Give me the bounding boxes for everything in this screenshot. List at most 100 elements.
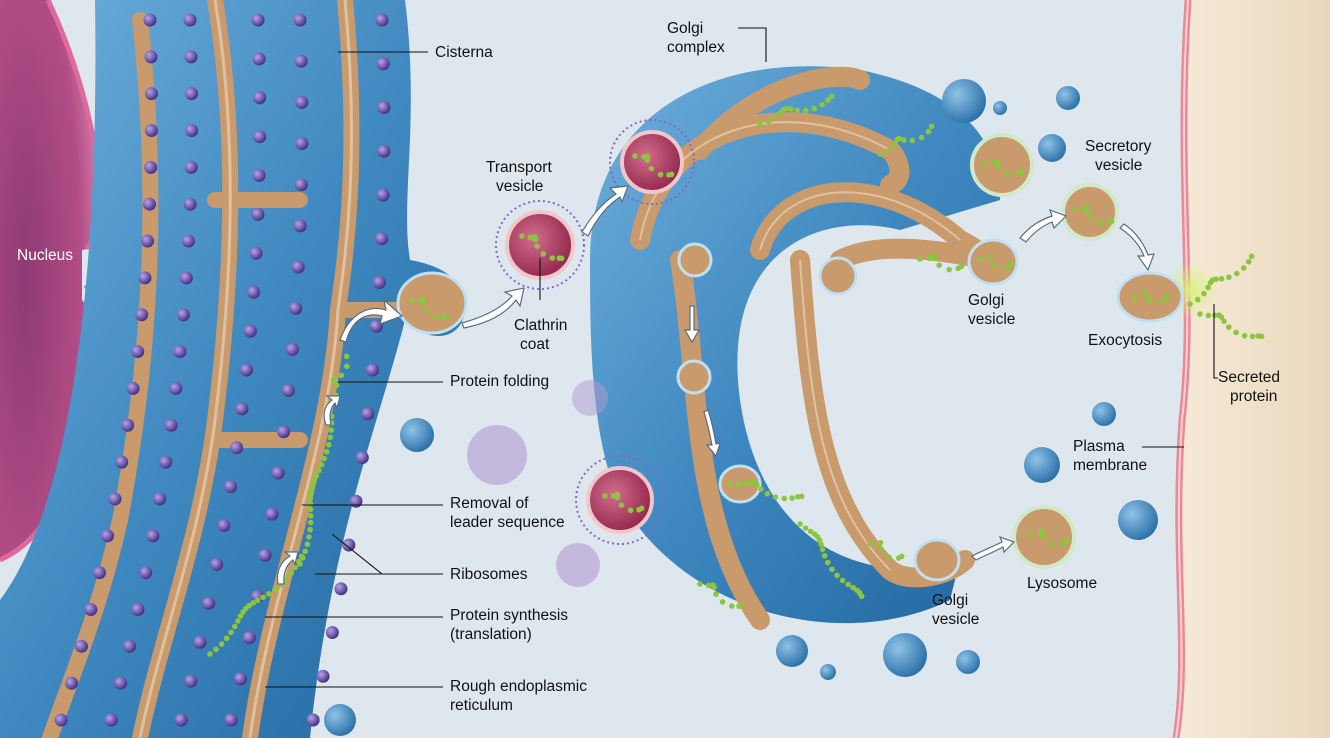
protein-bead bbox=[316, 468, 322, 474]
protein-bead bbox=[788, 106, 794, 112]
protein-bead bbox=[795, 108, 801, 114]
label-golgi-complex-line1: Golgi bbox=[667, 19, 703, 38]
protein-bead bbox=[332, 376, 338, 382]
protein-bead bbox=[1009, 262, 1015, 268]
ribosome bbox=[377, 145, 390, 158]
protein-bead bbox=[797, 521, 803, 527]
ribosome bbox=[265, 508, 278, 521]
protein-bead bbox=[901, 137, 907, 143]
ribosome bbox=[375, 232, 388, 245]
label-golgi-vesicle-upper-line2: vesicle bbox=[968, 310, 1015, 329]
ribosome bbox=[180, 271, 193, 284]
protein-bead bbox=[820, 547, 826, 553]
ribosome bbox=[361, 407, 374, 420]
protein-bead bbox=[829, 566, 835, 572]
ribosome bbox=[253, 52, 266, 65]
protein-bead bbox=[739, 604, 745, 610]
protein-bead bbox=[327, 435, 333, 441]
protein-bead bbox=[1205, 285, 1211, 291]
protein-bead bbox=[877, 151, 883, 157]
protein-bead bbox=[326, 442, 332, 448]
protein-bead bbox=[1147, 298, 1153, 304]
label-transport-vesicle-line1: Transport bbox=[486, 158, 552, 177]
protein-bead bbox=[822, 553, 828, 559]
ribosome bbox=[295, 137, 308, 150]
protein-bead bbox=[812, 106, 818, 112]
protein-bead bbox=[799, 494, 805, 500]
protein-bead bbox=[926, 129, 932, 135]
protein-bead bbox=[307, 496, 313, 502]
ribosome bbox=[131, 603, 144, 616]
label-golgi-vesicle-upper-line1: Golgi bbox=[968, 291, 1004, 310]
ribosome bbox=[376, 14, 389, 27]
label-transport-vesicle-line2: vesicle bbox=[496, 177, 543, 196]
protein-bead bbox=[1201, 291, 1207, 297]
ribosome bbox=[173, 345, 186, 358]
ribosome bbox=[138, 271, 151, 284]
protein-bead bbox=[994, 158, 1000, 164]
protein-bead bbox=[1195, 297, 1201, 303]
protein-bead bbox=[519, 233, 525, 239]
protein-bead bbox=[1242, 333, 1248, 339]
protein-bead bbox=[1049, 541, 1055, 547]
ribosome bbox=[240, 364, 253, 377]
protein-bead bbox=[424, 309, 430, 315]
protein-bead bbox=[818, 541, 824, 547]
ribosome bbox=[123, 640, 136, 653]
label-golgi-vesicle-lower-line2: vesicle bbox=[932, 610, 979, 629]
protein-bead bbox=[789, 495, 795, 501]
protein-bead bbox=[319, 462, 325, 468]
ribosome bbox=[127, 382, 140, 395]
protein-bead bbox=[919, 135, 925, 141]
protein-bead bbox=[649, 166, 655, 172]
ribosome bbox=[84, 603, 97, 616]
ribosome bbox=[377, 101, 390, 114]
protein-bead bbox=[909, 138, 915, 144]
ribosome bbox=[210, 558, 223, 571]
protein-bead bbox=[308, 520, 314, 526]
protein-bead bbox=[946, 267, 952, 273]
ribosome bbox=[377, 57, 390, 70]
ribosome bbox=[366, 364, 379, 377]
label-clathrin-coat-line2: coat bbox=[520, 335, 549, 354]
protein-bead bbox=[1019, 169, 1025, 175]
label-rough-er-line2: reticulum bbox=[450, 696, 513, 715]
label-exocytosis: Exocytosis bbox=[1088, 331, 1162, 350]
protein-bead bbox=[1206, 313, 1212, 319]
label-removal-leader-line2: leader sequence bbox=[450, 513, 565, 532]
protein-bead bbox=[645, 157, 651, 163]
ribosome bbox=[101, 529, 114, 542]
protein-bead bbox=[1226, 274, 1232, 280]
protein-bead bbox=[328, 427, 334, 433]
ribosome bbox=[253, 91, 266, 104]
label-golgi-complex-line2: complex bbox=[667, 38, 725, 57]
protein-bead bbox=[1132, 296, 1138, 302]
ribosome bbox=[65, 677, 78, 690]
ribosome bbox=[253, 169, 266, 182]
ribosome bbox=[294, 14, 307, 27]
label-removal-leader-line1: Removal of bbox=[450, 494, 528, 513]
protein-bead bbox=[1187, 301, 1193, 307]
ribosome bbox=[185, 87, 198, 100]
ribosome bbox=[177, 308, 190, 321]
ribosome bbox=[247, 286, 260, 299]
protein-bead bbox=[338, 373, 344, 379]
label-protein-synthesis-line2: (translation) bbox=[450, 625, 532, 644]
protein-bead bbox=[255, 597, 261, 603]
ribosome bbox=[292, 261, 305, 274]
protein-bead bbox=[297, 561, 303, 567]
protein-bead bbox=[1233, 330, 1239, 336]
ribosome bbox=[146, 529, 159, 542]
protein-bead bbox=[982, 161, 988, 167]
ribosome bbox=[244, 325, 257, 338]
protein-bead bbox=[308, 507, 314, 513]
protein-bead bbox=[936, 262, 942, 268]
ribosome bbox=[342, 539, 355, 552]
protein-bead bbox=[308, 513, 314, 519]
ribosome bbox=[326, 626, 339, 639]
protein-bead bbox=[322, 456, 328, 462]
protein-bead bbox=[444, 314, 450, 320]
protein-bead bbox=[727, 481, 733, 487]
ribosome bbox=[121, 419, 134, 432]
ribosome bbox=[145, 50, 158, 63]
